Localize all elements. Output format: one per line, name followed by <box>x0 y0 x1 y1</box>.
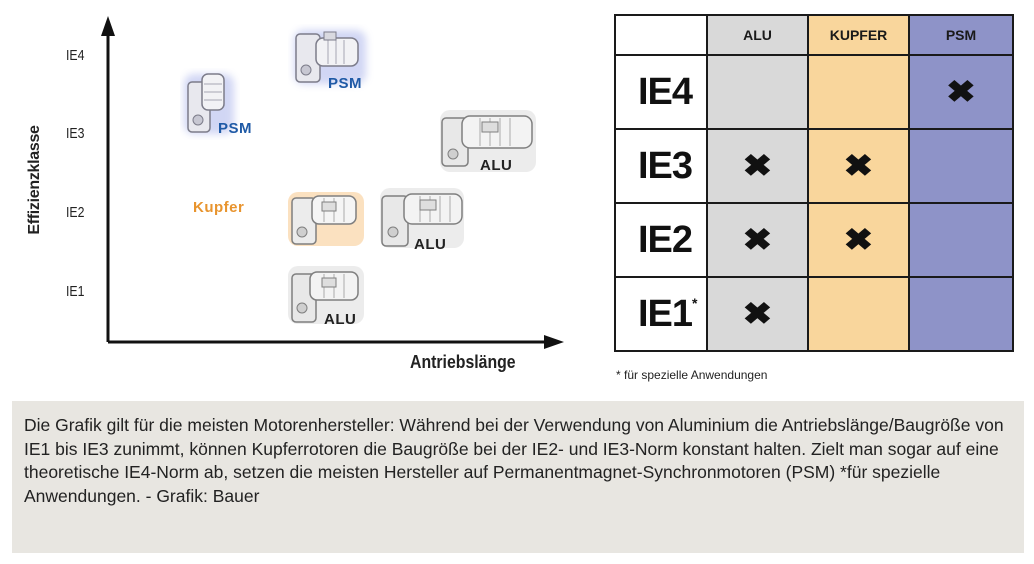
matrix-cell-alu: ✖ <box>706 202 809 278</box>
matrix-header-row: ALU KUPFER PSM <box>614 14 1014 56</box>
motor-alu-ie1 <box>284 262 368 328</box>
row-label-text: IE1 <box>638 292 693 335</box>
gear-motor-icon <box>380 188 464 248</box>
gear-motor-icon <box>184 73 234 134</box>
cross-mark-icon: ✖ <box>945 74 977 109</box>
row-label-text: IE4 <box>638 70 693 113</box>
y-tick-ie2: IE2 <box>66 204 85 221</box>
matrix-cell-kupfer: ✖ <box>807 202 910 278</box>
matrix-cell-psm: ✖ <box>908 54 1014 130</box>
matrix-cell-kupfer <box>807 54 910 130</box>
cross-mark-icon: ✖ <box>843 148 874 183</box>
motor-psm-ie4 <box>288 24 374 92</box>
matrix-header-blank <box>614 14 708 56</box>
matrix-cell-psm <box>908 202 1014 278</box>
gear-motor-icon <box>440 110 536 172</box>
motor-label-psm-ie4: PSM <box>328 75 363 92</box>
motor-label-alu-ie2: ALU <box>414 236 447 253</box>
matrix-header-alu: ALU <box>706 14 809 56</box>
matrix-cell-kupfer: ✖ <box>807 128 910 204</box>
motor-label-alu-ie1: ALU <box>324 311 357 328</box>
axes <box>101 16 564 349</box>
matrix-cell-psm <box>908 276 1014 352</box>
matrix-header-psm: PSM <box>908 14 1014 56</box>
figure-caption: Die Grafik gilt für die meisten Motorenh… <box>12 401 1024 553</box>
motor-psm-ie3 <box>180 68 240 140</box>
x-axis-label: Antriebslänge <box>410 352 516 372</box>
motor-kupfer-ie2 <box>284 188 368 250</box>
matrix-footnote: * für spezielle Anwendungen <box>616 368 768 382</box>
matrix-row-ie1: IE1* ✖ <box>614 276 1014 352</box>
x-axis-arrow-icon <box>544 335 564 349</box>
motor-label-kupfer-ie2: Kupfer <box>193 199 245 216</box>
efficiency-matrix: ALU KUPFER PSM IE4 ✖ IE3 ✖ ✖ IE2 ✖ ✖ <box>614 14 1014 352</box>
matrix-row-ie4: IE4 ✖ <box>614 54 1014 130</box>
y-tick-ie1: IE1 <box>66 283 85 300</box>
gear-motor-icon <box>288 192 364 246</box>
motor-alu-ie3 <box>436 106 540 176</box>
matrix-cell-alu: ✖ <box>706 128 809 204</box>
cross-mark-icon: ✖ <box>742 296 773 331</box>
matrix-cell-psm <box>908 128 1014 204</box>
matrix-row-ie3: IE3 ✖ ✖ <box>614 128 1014 204</box>
row-label-note: * <box>692 294 698 311</box>
matrix-cell-alu: ✖ <box>706 276 809 352</box>
y-axis-arrow-icon <box>101 16 115 36</box>
cross-mark-icon: ✖ <box>742 222 773 257</box>
motor-alu-ie2 <box>376 184 468 254</box>
motor-label-psm-ie3: PSM <box>218 120 253 137</box>
y-axis-label: Effizienzklasse <box>26 125 43 235</box>
matrix-row-label: IE4 <box>614 54 708 130</box>
row-label-text: IE3 <box>638 144 693 187</box>
matrix-header-kupfer: KUPFER <box>807 14 910 56</box>
matrix-row-label: IE2 <box>614 202 708 278</box>
cross-mark-icon: ✖ <box>742 148 773 183</box>
matrix-row-label: IE3 <box>614 128 708 204</box>
matrix-cell-alu <box>706 54 809 130</box>
gear-motor-icon <box>294 30 366 84</box>
matrix-row-ie2: IE2 ✖ ✖ <box>614 202 1014 278</box>
matrix-row-label: IE1* <box>614 276 708 352</box>
figure: Effizienzklasse IE4 IE3 IE2 IE1 Antriebs… <box>0 0 1014 395</box>
y-axis-label-wrap: Effizienzklasse <box>20 110 50 250</box>
motor-label-alu-ie3: ALU <box>480 157 513 174</box>
efficiency-diagram: Effizienzklasse IE4 IE3 IE2 IE1 Antriebs… <box>0 0 600 395</box>
gear-motor-icon <box>288 266 364 324</box>
y-tick-ie3: IE3 <box>66 125 85 142</box>
matrix-cell-kupfer <box>807 276 910 352</box>
row-label-text: IE2 <box>638 218 693 261</box>
y-tick-ie4: IE4 <box>66 47 85 64</box>
cross-mark-icon: ✖ <box>843 222 874 257</box>
